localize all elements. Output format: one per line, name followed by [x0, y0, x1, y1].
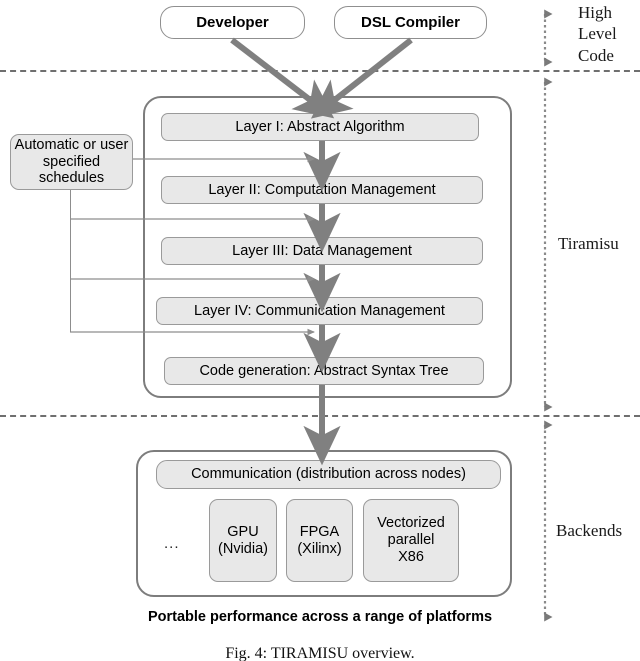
backend-x86-line-1: Vectorized — [377, 515, 445, 532]
layer-1-label: Layer I: Abstract Algorithm — [235, 118, 405, 135]
backend-x86-box[interactable]: Vectorized parallel X86 — [363, 499, 459, 582]
communication-label: Communication (distribution across nodes… — [191, 466, 466, 483]
layer-4-label: Layer IV: Communication Management — [194, 302, 445, 319]
high-level-code-line-1: High — [578, 3, 612, 22]
portable-performance-note: Portable performance across a range of p… — [147, 609, 493, 625]
communication-box[interactable]: Communication (distribution across nodes… — [156, 460, 501, 489]
figure-caption: Fig. 4: TIRAMISU overview. — [225, 645, 415, 661]
backends-label: Backends — [556, 521, 623, 540]
schedules-box[interactable]: Automatic or user specified schedules — [10, 134, 133, 190]
tiramisu-label: Tiramisu — [558, 234, 619, 253]
layer-2-label: Layer II: Computation Management — [208, 181, 436, 198]
code-generation-label: Code generation: Abstract Syntax Tree — [199, 362, 449, 379]
backend-fpga-line-1: FPGA — [299, 523, 340, 540]
layer-3-label: Layer III: Data Management — [232, 242, 412, 259]
backends-ellipsis: ... — [164, 535, 180, 552]
backend-fpga-box[interactable]: FPGA (Xilinx) — [286, 499, 353, 582]
high-level-code-label: High Level Code — [578, 2, 638, 66]
code-generation-box[interactable]: Code generation: Abstract Syntax Tree — [164, 357, 484, 385]
high-level-code-line-2: Level — [578, 24, 617, 44]
backend-x86-line-3: X86 — [398, 548, 424, 565]
high-level-code-line-3: Code — [578, 45, 614, 65]
layer-2-box[interactable]: Layer II: Computation Management — [161, 176, 483, 204]
backend-fpga-line-2: (Xilinx) — [297, 540, 342, 557]
developer-box[interactable]: Developer — [160, 6, 305, 39]
dsl-compiler-label: DSL Compiler — [361, 13, 460, 31]
layer-4-box[interactable]: Layer IV: Communication Management — [156, 297, 483, 325]
separator-tiramisu-backends — [0, 415, 640, 417]
backend-gpu-line-1: GPU — [227, 523, 259, 540]
layer-3-box[interactable]: Layer III: Data Management — [161, 237, 483, 265]
schedules-label: Automatic or user specified schedules — [14, 136, 129, 187]
backend-gpu-box[interactable]: GPU (Nvidia) — [209, 499, 277, 582]
backend-x86-line-2: parallel — [387, 532, 435, 549]
layer-1-box[interactable]: Layer I: Abstract Algorithm — [161, 113, 479, 141]
developer-label: Developer — [196, 13, 269, 31]
schedule-trunk-line — [70, 190, 71, 332]
backend-gpu-line-2: (Nvidia) — [218, 540, 268, 557]
dsl-compiler-box[interactable]: DSL Compiler — [334, 6, 487, 39]
separator-high-level-tiramisu — [0, 70, 640, 72]
